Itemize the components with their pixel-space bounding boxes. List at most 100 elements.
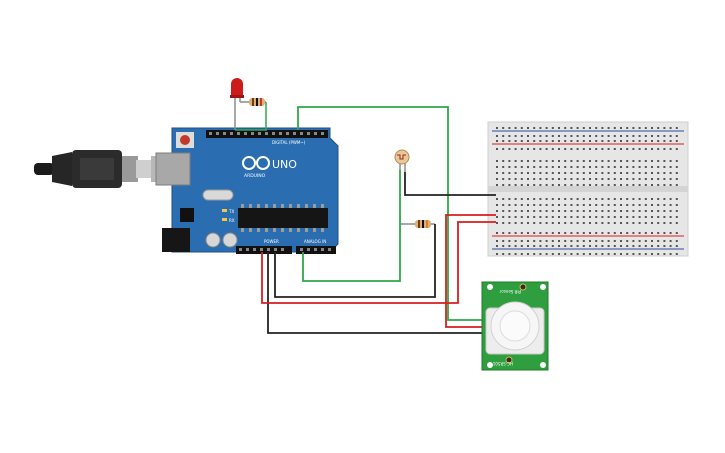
breadboard-hole <box>663 184 666 186</box>
breadboard-hole <box>632 210 635 212</box>
breadboard-hole <box>663 160 666 162</box>
breadboard-hole <box>589 245 591 247</box>
breadboard-hole <box>613 253 616 255</box>
breadboard-hole <box>675 204 678 206</box>
wire-green-pir-signal[interactable] <box>297 106 482 321</box>
breadboard-hole <box>496 160 498 162</box>
breadboard-hole <box>582 210 585 212</box>
breadboard-hole <box>669 140 672 142</box>
breadboard-hole <box>533 216 536 218</box>
breadboard-hole <box>502 178 505 180</box>
breadboard-hole <box>595 184 598 186</box>
breadboard-hole <box>508 135 511 137</box>
power-header[interactable] <box>236 246 292 254</box>
breadboard-hole <box>589 204 591 206</box>
breadboard-hole <box>632 198 635 200</box>
breadboard-hole <box>527 172 529 174</box>
breadboard-hole <box>644 253 647 255</box>
breadboard-hole <box>607 148 610 150</box>
breadboard-hole <box>669 148 672 150</box>
breadboard-hole <box>644 210 647 212</box>
breadboard-hole <box>626 166 629 168</box>
breadboard-hole <box>514 140 517 142</box>
breadboard-hole <box>620 166 622 168</box>
breadboard-hole <box>570 222 573 224</box>
breadboard-hole <box>601 253 604 255</box>
breadboard-hole <box>675 172 678 174</box>
breadboard-hole <box>582 232 585 234</box>
breadboard-hole <box>558 216 560 218</box>
breadboard-hole <box>551 240 554 242</box>
breadboard-hole <box>533 210 536 212</box>
breadboard-hole <box>675 245 678 247</box>
breadboard-hole <box>651 204 653 206</box>
breadboard-hole <box>613 166 616 168</box>
breadboard-hole <box>620 240 622 242</box>
breadboard-hole <box>576 184 579 186</box>
breadboard-hole <box>570 140 573 142</box>
breadboard-hole <box>582 253 585 255</box>
breadboard-hole <box>502 240 505 242</box>
breadboard-hole <box>620 127 622 129</box>
wire-red-5v[interactable] <box>261 221 496 304</box>
breadboard-hole <box>663 245 666 247</box>
breadboard-hole <box>620 178 622 180</box>
wire-black-ldr[interactable] <box>404 172 496 196</box>
breadboard-hole <box>620 140 622 142</box>
pir-sensor[interactable]: PIR Sensor HC-SR501 <box>481 281 549 371</box>
breadboard-hole <box>589 148 591 150</box>
breadboard-hole <box>589 166 591 168</box>
breadboard-hole <box>663 232 666 234</box>
breadboard-hole <box>595 245 598 247</box>
breadboard-hole <box>576 232 579 234</box>
breadboard-hole <box>496 172 498 174</box>
breadboard-hole <box>657 184 660 186</box>
breadboard-hole <box>644 222 647 224</box>
breadboard-hole <box>564 135 567 137</box>
breadboard-hole <box>626 172 629 174</box>
led-resistor[interactable] <box>240 98 267 131</box>
breadboard-hole <box>607 178 610 180</box>
breadboard-hole <box>595 216 598 218</box>
breadboard-hole <box>669 198 672 200</box>
wire-green-ldr-signal[interactable] <box>302 170 401 282</box>
breadboard-hole <box>545 172 548 174</box>
breadboard-hole <box>638 127 641 129</box>
breadboard-hole <box>607 204 610 206</box>
breadboard-hole <box>576 160 579 162</box>
breadboard-hole <box>675 148 678 150</box>
arduino-uno-board[interactable]: UNO ARDUINO DIGITAL (PWM~) POWER ANALOG … <box>155 127 339 254</box>
led[interactable] <box>230 78 244 130</box>
board-model: UNO <box>272 158 297 171</box>
photoresistor[interactable] <box>394 149 410 172</box>
breadboard-hole <box>601 135 604 137</box>
breadboard-hole <box>607 216 610 218</box>
breadboard-hole <box>601 172 604 174</box>
breadboard[interactable] <box>487 121 689 257</box>
ldr-resistor[interactable] <box>400 220 435 228</box>
breadboard-hole <box>533 184 536 186</box>
breadboard-hole <box>558 232 560 234</box>
wire-black-pir-gnd[interactable] <box>267 252 482 334</box>
breadboard-hole <box>595 127 598 129</box>
board-brand: ARDUINO <box>244 173 266 179</box>
breadboard-hole <box>514 198 517 200</box>
breadboard-hole <box>564 232 567 234</box>
breadboard-hole <box>620 198 622 200</box>
reset-button[interactable] <box>180 135 190 145</box>
breadboard-hole <box>520 222 523 224</box>
breadboard-hole <box>626 204 629 206</box>
wire-red-pir-vcc[interactable] <box>445 214 496 328</box>
breadboard-hole <box>626 140 629 142</box>
breadboard-hole <box>632 240 635 242</box>
breadboard-hole <box>533 204 536 206</box>
wire-black-gnd[interactable] <box>274 224 436 298</box>
breadboard-hole <box>620 172 622 174</box>
breadboard-hole <box>601 160 604 162</box>
breadboard-hole <box>508 232 511 234</box>
breadboard-hole <box>657 204 660 206</box>
breadboard-hole <box>626 148 629 150</box>
breadboard-hole <box>607 198 610 200</box>
breadboard-hole <box>675 127 678 129</box>
breadboard-hole <box>657 127 660 129</box>
